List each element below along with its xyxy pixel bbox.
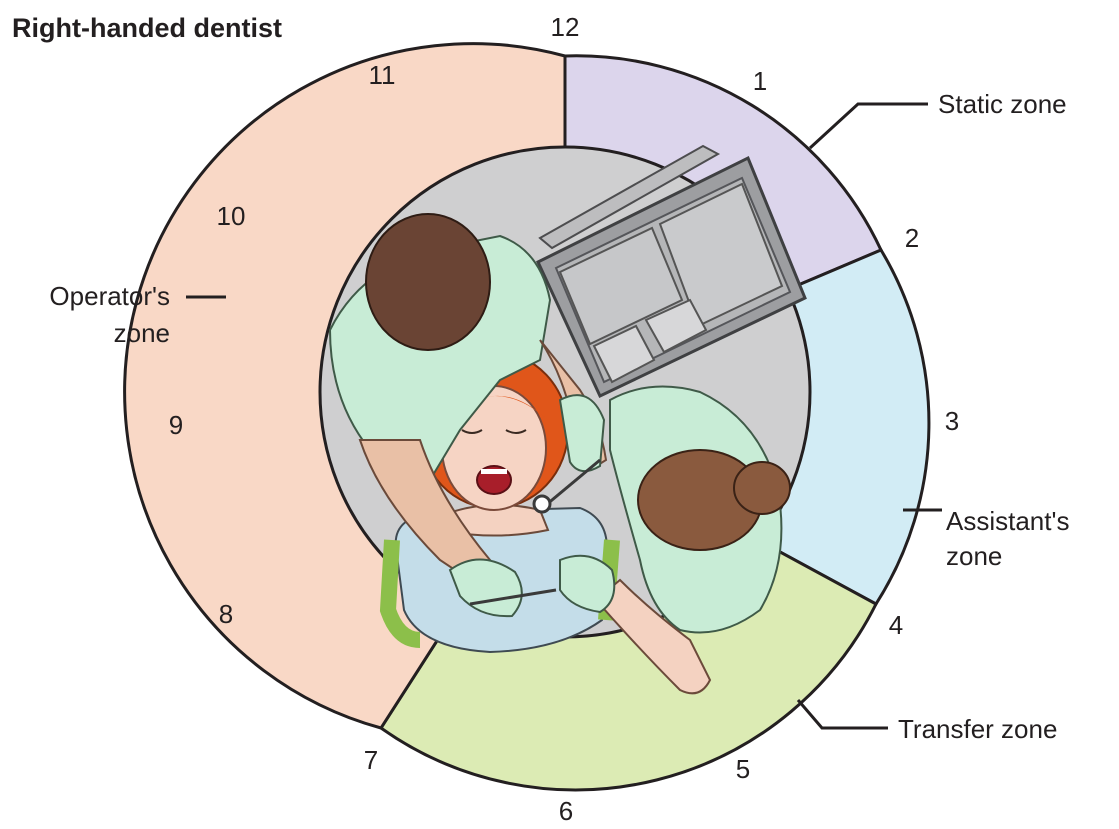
assistant-zone-label-line2: zone	[946, 541, 1002, 571]
central-illustration	[320, 146, 810, 693]
clock-number-2: 2	[905, 223, 919, 253]
clock-number-8: 8	[219, 599, 233, 629]
transfer-zone-label: Transfer zone	[898, 714, 1057, 744]
assistant-zone-label-line1: Assistant's	[946, 506, 1069, 536]
clock-number-9: 9	[169, 410, 183, 440]
clock-number-6: 6	[559, 796, 573, 826]
clock-number-7: 7	[364, 745, 378, 775]
transfer-zone-leader	[798, 700, 888, 728]
operator-zone-label-line1: Operator's	[49, 281, 170, 311]
clock-number-10: 10	[217, 201, 246, 231]
clock-number-5: 5	[736, 754, 750, 784]
operator-zone-label-line2: zone	[114, 318, 170, 348]
static-zone-label: Static zone	[938, 89, 1067, 119]
clock-number-4: 4	[889, 610, 903, 640]
clock-number-12: 12	[551, 12, 580, 42]
static-zone-leader	[810, 104, 928, 148]
clock-number-3: 3	[945, 406, 959, 436]
clock-number-11: 11	[369, 60, 396, 90]
diagram-title: Right-handed dentist	[12, 13, 282, 43]
clock-number-1: 1	[753, 66, 767, 96]
